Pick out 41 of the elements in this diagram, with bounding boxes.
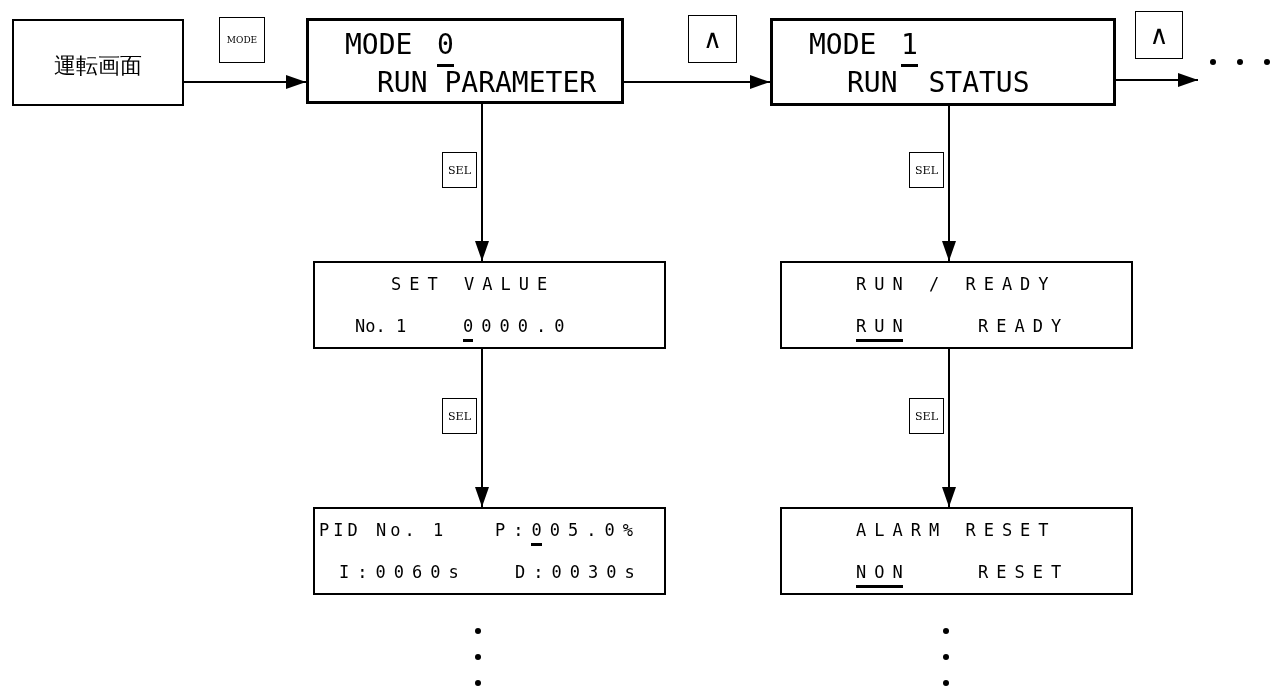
key-label: ∧: [688, 15, 737, 63]
arrow: [183, 75, 307, 89]
arrow: [623, 75, 771, 89]
lcd-display: [770, 18, 1116, 106]
display-text: No. 1: [355, 318, 407, 335]
display-text: I:0060s: [339, 564, 467, 581]
display-text: RESET: [978, 564, 1070, 581]
arrow: [475, 348, 489, 508]
display-text: RUN: [856, 318, 911, 335]
display-text: RUN PARAMETER: [377, 69, 597, 97]
lcd-display: [780, 507, 1133, 595]
display-text: 運転画面: [53, 51, 143, 80]
lcd-display: [313, 261, 666, 349]
lcd-display: [780, 261, 1133, 349]
arrow: [942, 348, 956, 508]
arrow: [475, 103, 489, 262]
display-text: NON: [856, 564, 911, 581]
display-text: 0: [437, 31, 454, 59]
lcd-display: [306, 18, 624, 104]
display-text: D:0030s: [515, 564, 643, 581]
key-label: MODE: [219, 17, 265, 63]
lcd-display: [313, 507, 666, 595]
display-text: MODE: [345, 31, 413, 59]
display-text: READY: [978, 318, 1070, 335]
key-label: SEL: [442, 398, 477, 434]
display-text: 1: [901, 31, 918, 59]
arrow: [942, 105, 956, 262]
display-text: ALARM RESET: [856, 522, 1057, 539]
display-text: P:005.0%: [495, 522, 641, 539]
display-text: RUN STATUS: [847, 69, 1030, 97]
screen-box: [12, 19, 184, 106]
key-label: ∧: [1135, 11, 1183, 59]
arrow: [1115, 73, 1199, 87]
key-label: SEL: [442, 152, 477, 188]
display-text: SET VALUE: [391, 276, 556, 293]
display-text: MODE: [809, 31, 877, 59]
display-text: RUN / READY: [856, 276, 1057, 293]
display-text: PID No. 1: [319, 522, 448, 539]
key-label: SEL: [909, 398, 944, 434]
key-label: SEL: [909, 152, 944, 188]
display-text: 0000.0: [463, 318, 573, 335]
